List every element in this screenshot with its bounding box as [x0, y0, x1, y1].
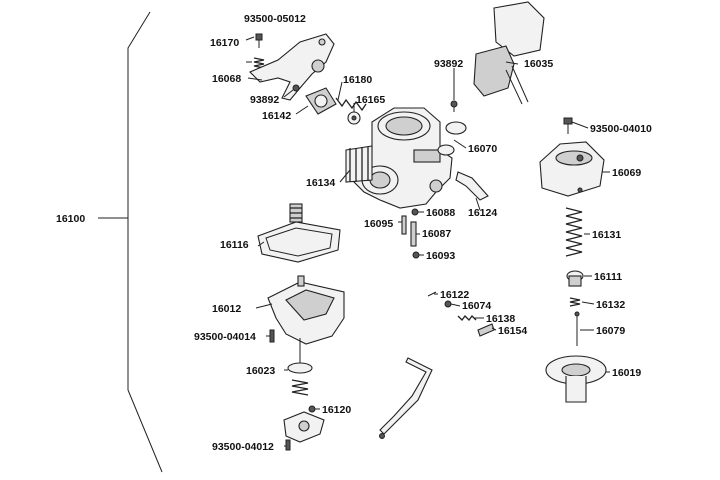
label-16095: 16095 [364, 218, 393, 230]
part-screw-16154 [477, 323, 495, 337]
part-clip-16111 [566, 270, 584, 287]
part-washer-16165 [347, 111, 361, 125]
label-16019: 16019 [612, 367, 641, 379]
label-16069: 16069 [612, 167, 641, 179]
label-16134: 16134 [306, 177, 335, 189]
part-gasket-16142 [305, 87, 337, 115]
part-spring-16180 [335, 97, 367, 112]
part-jet-16088 [411, 208, 419, 216]
part-diaphragm-16019 [545, 355, 607, 403]
part-spring-16131 [565, 207, 583, 257]
part-jet-16093 [412, 251, 420, 259]
part-spring-16023 [291, 379, 309, 396]
label-16124: 16124 [468, 207, 497, 219]
label-16035: 16035 [524, 58, 553, 70]
part-spring-16132 [569, 297, 581, 307]
label-16165: 16165 [356, 94, 385, 106]
label-16023: 16023 [246, 365, 275, 377]
part-oring-16070 [437, 121, 467, 156]
part-hose-16124 [455, 171, 489, 201]
label-16074: 16074 [462, 300, 491, 312]
label-16068: 16068 [212, 73, 241, 85]
part-intake-16134 [345, 145, 373, 183]
part-spring-16170 [253, 57, 265, 69]
label-16088: 16088 [426, 207, 455, 219]
part-screw-93500-04010 [563, 117, 573, 134]
part-gasket-16116 [257, 221, 341, 263]
part-main-jet-16087 [410, 221, 417, 247]
leader-lines [245, 36, 610, 447]
label-16138: 16138 [486, 313, 515, 325]
label-16087: 16087 [422, 228, 451, 240]
part-screw-93500-05012 [255, 33, 263, 48]
part-plunger-16023 [287, 338, 313, 374]
part-float-bowl-16012 [267, 275, 345, 345]
label-16120: 16120 [322, 404, 351, 416]
part-needle-jet-16095 [401, 215, 407, 235]
part-autochoke-16035 [473, 1, 545, 105]
label-93500-04010: 93500-04010 [590, 123, 652, 135]
part-screw-93892-b [450, 100, 458, 112]
label-16079: 16079 [596, 325, 625, 337]
label-16093: 16093 [426, 250, 455, 262]
label-93500-04014: 93500-04014 [194, 331, 256, 343]
part-washer-16120 [308, 405, 316, 413]
label-16111: 16111 [594, 271, 622, 283]
label-assembly-16100: 16100 [56, 213, 85, 225]
assembly-bracket [98, 11, 163, 473]
label-93500-05012: 93500-05012 [244, 13, 306, 25]
part-needle-16079 [574, 311, 580, 346]
label-16132: 16132 [596, 299, 625, 311]
part-screw-93500-04014 [269, 329, 275, 343]
label-16154: 16154 [498, 325, 527, 337]
part-oring-16074 [444, 300, 452, 308]
part-cover-93500-04012 [283, 411, 325, 451]
label-93892-a: 93892 [250, 94, 279, 106]
label-93892-b: 93892 [434, 58, 463, 70]
label-16180: 16180 [343, 74, 372, 86]
part-cap-16069 [539, 141, 605, 197]
part-screw-16122 [427, 291, 437, 297]
label-16122: 16122 [440, 289, 469, 301]
label-16070: 16070 [468, 143, 497, 155]
part-drain-hose [379, 357, 433, 439]
part-bracket-16068 [249, 33, 335, 101]
label-16131: 16131 [592, 229, 621, 241]
part-valve-16116-top [289, 203, 303, 223]
label-16012: 16012 [212, 303, 241, 315]
part-screw-93892-a [292, 84, 300, 92]
part-spring-16138 [457, 315, 477, 321]
label-16170: 16170 [210, 37, 239, 49]
label-16116: 16116 [220, 239, 249, 251]
label-93500-04012: 93500-04012 [212, 441, 274, 453]
label-16142: 16142 [262, 110, 291, 122]
part-carburetor-body [349, 107, 453, 209]
